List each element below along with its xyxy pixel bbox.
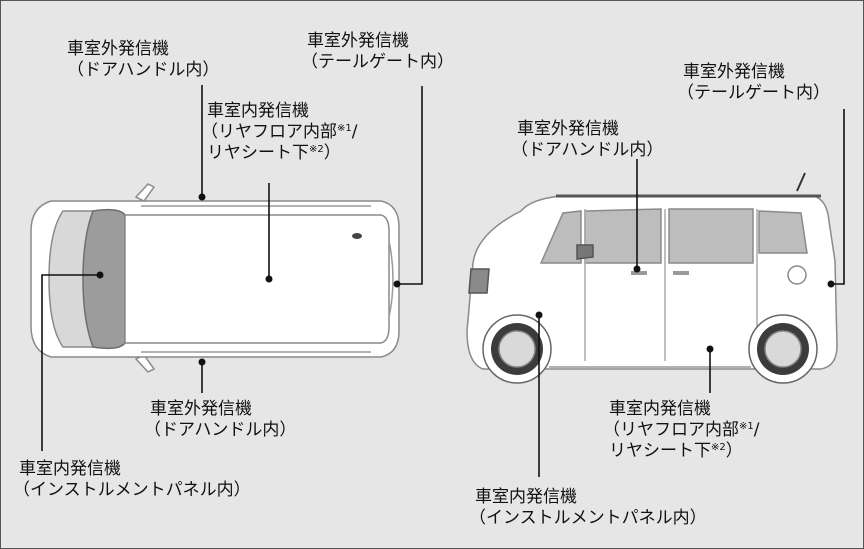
label-line2: （リヤフロア内部 — [201, 122, 337, 142]
leader-lines — [41, 85, 845, 477]
label-location: （ドアハンドル内） — [67, 60, 220, 80]
car-top-view — [30, 183, 400, 373]
note-mark-2: ※2 — [711, 442, 726, 453]
label-slash: / — [351, 122, 358, 142]
label-location: （インストルメントパネル内） — [469, 508, 707, 528]
leader-markers — [96, 193, 835, 366]
label-line2: （リヤフロア内部 — [603, 420, 739, 440]
label-top-door-handle-transmitter: 車室外発信機 （ドアハンドル内） — [67, 39, 219, 81]
label-top-tailgate-transmitter: 車室外発信機 （テールゲート内） — [301, 31, 454, 73]
label-side-interior-rear-transmitter: 車室内発信機 （リヤフロア内部※1/ リヤシート下※2） — [603, 399, 759, 462]
label-name: 車室外発信機 — [150, 399, 252, 419]
label-close: ） — [323, 143, 341, 163]
label-line3: リヤシート下 — [609, 441, 711, 461]
label-location: （テールゲート内） — [301, 52, 454, 72]
car-side-view — [466, 172, 838, 384]
label-line3: リヤシート下 — [207, 143, 309, 163]
label-side-instrument-panel-transmitter: 車室内発信機 （インストルメントパネル内） — [469, 487, 707, 529]
label-side-door-handle-transmitter: 車室外発信機 （ドアハンドル内） — [511, 119, 663, 161]
label-location: （テールゲート内） — [677, 83, 830, 103]
label-name: 車室内発信機 — [19, 459, 121, 479]
label-side-tailgate-transmitter: 車室外発信機 （テールゲート内） — [677, 62, 830, 104]
label-name: 車室内発信機 — [609, 399, 711, 419]
label-top-bottom-door-handle-transmitter: 車室外発信機 （ドアハンドル内） — [144, 399, 296, 441]
label-name: 車室外発信機 — [517, 119, 619, 139]
label-close: ） — [725, 441, 743, 461]
label-name: 車室内発信機 — [207, 101, 309, 121]
note-mark-1: ※1 — [739, 421, 754, 432]
note-mark-2: ※2 — [309, 144, 324, 155]
note-mark-1: ※1 — [337, 123, 352, 134]
label-top-instrument-panel-transmitter: 車室内発信機 （インストルメントパネル内） — [13, 459, 251, 501]
label-location: （インストルメントパネル内） — [13, 480, 251, 500]
label-name: 車室外発信機 — [307, 31, 409, 51]
label-name: 車室外発信機 — [683, 62, 785, 82]
label-location: （ドアハンドル内） — [144, 420, 297, 440]
label-name: 車室外発信機 — [67, 39, 169, 59]
label-top-interior-rear-transmitter: 車室内発信機 （リヤフロア内部※1/ リヤシート下※2） — [201, 101, 357, 164]
label-location: （ドアハンドル内） — [511, 140, 664, 160]
label-name: 車室内発信機 — [475, 487, 577, 507]
label-slash: / — [753, 420, 760, 440]
